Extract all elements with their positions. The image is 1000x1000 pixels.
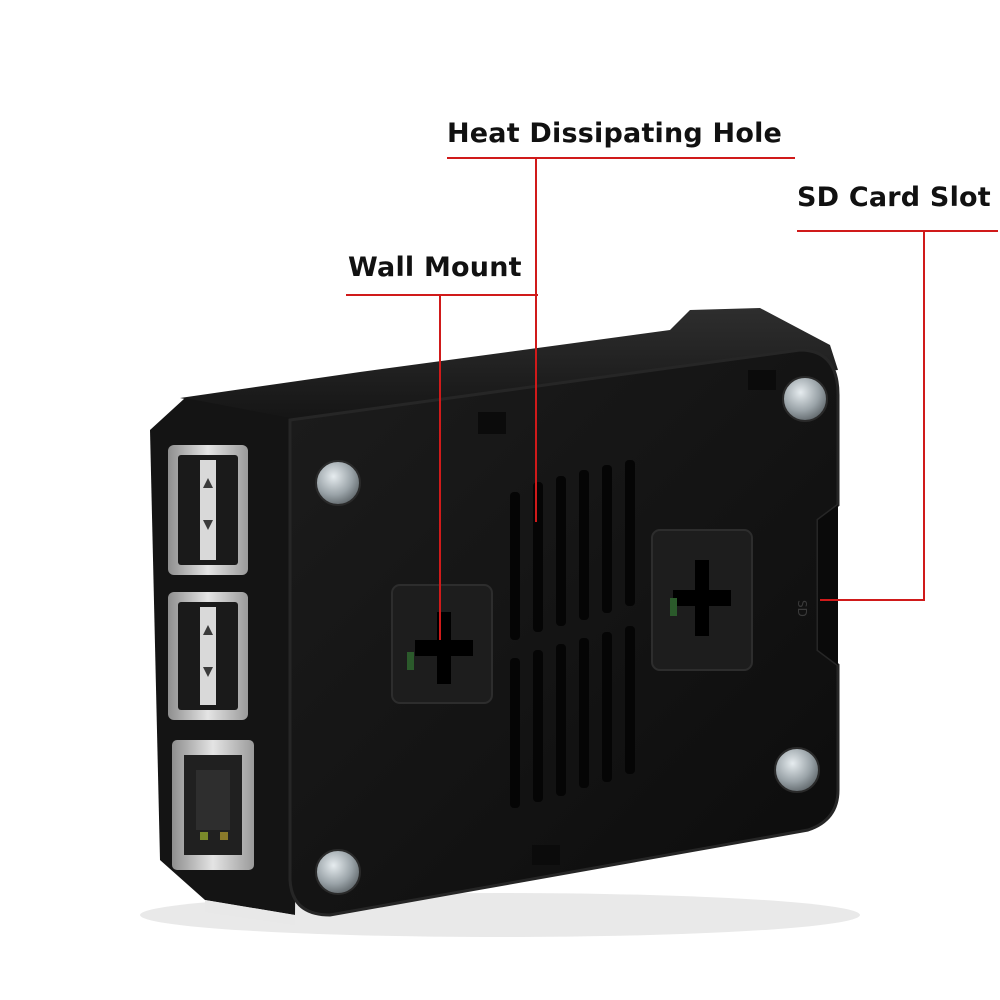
sd-slot-leader <box>820 231 925 601</box>
keyhole-icon <box>415 612 473 684</box>
case-front-face <box>288 348 840 917</box>
sd-slot-embossing: SD <box>795 600 809 617</box>
screw-icon <box>315 849 361 895</box>
wall-mount-right <box>651 529 753 671</box>
case-top-edge <box>180 308 838 420</box>
usb-port-top <box>168 445 248 575</box>
callout-label-sd-slot: SD Card Slot <box>797 182 991 213</box>
callout-label-wall-mount: Wall Mount <box>348 252 522 283</box>
keyhole-icon <box>673 560 731 636</box>
callout-label-heat-hole: Heat Dissipating Hole <box>447 118 783 149</box>
callout-lines <box>346 157 998 640</box>
board-edge <box>205 900 295 925</box>
top-clip <box>478 412 506 434</box>
ethernet-port <box>172 740 254 870</box>
screw-icon <box>774 747 820 793</box>
screw-icon <box>782 376 828 422</box>
bottom-clip <box>532 845 560 865</box>
screw-icon <box>315 460 361 506</box>
top-clip <box>748 370 776 390</box>
usb-port-bottom <box>168 592 248 720</box>
wall-mount-left <box>391 584 493 704</box>
sd-slot-notch <box>818 505 838 665</box>
heat-vents <box>510 460 635 808</box>
